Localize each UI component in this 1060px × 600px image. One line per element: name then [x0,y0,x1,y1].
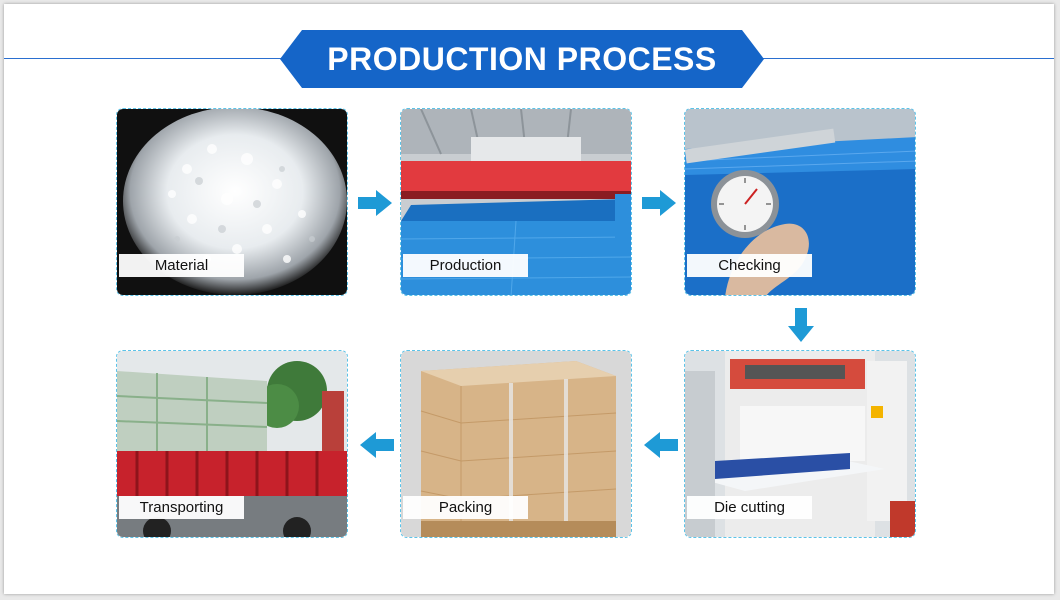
step-label: Packing [403,496,528,519]
step-label: Material [119,254,244,277]
step-card-checking: Checking [684,108,916,296]
arrow-right-icon [642,190,676,216]
step-label: Production [403,254,528,277]
step-label: Die cutting [687,496,812,519]
title-banner: PRODUCTION PROCESS [280,30,764,88]
arrow-left-icon [360,432,394,458]
step-card-production: Production [400,108,632,296]
arrow-left-icon [644,432,678,458]
step-label: Checking [687,254,812,277]
arrow-down-icon [788,308,814,342]
step-card-die-cutting: Die cutting [684,350,916,538]
page-title: PRODUCTION PROCESS [327,40,717,77]
loaded-truck-photo [117,351,347,537]
arrow-right-icon [358,190,392,216]
step-card-material: Material [116,108,348,296]
step-card-packing: Packing [400,350,632,538]
step-label: Transporting [119,496,244,519]
step-card-transporting: Transporting [116,350,348,538]
